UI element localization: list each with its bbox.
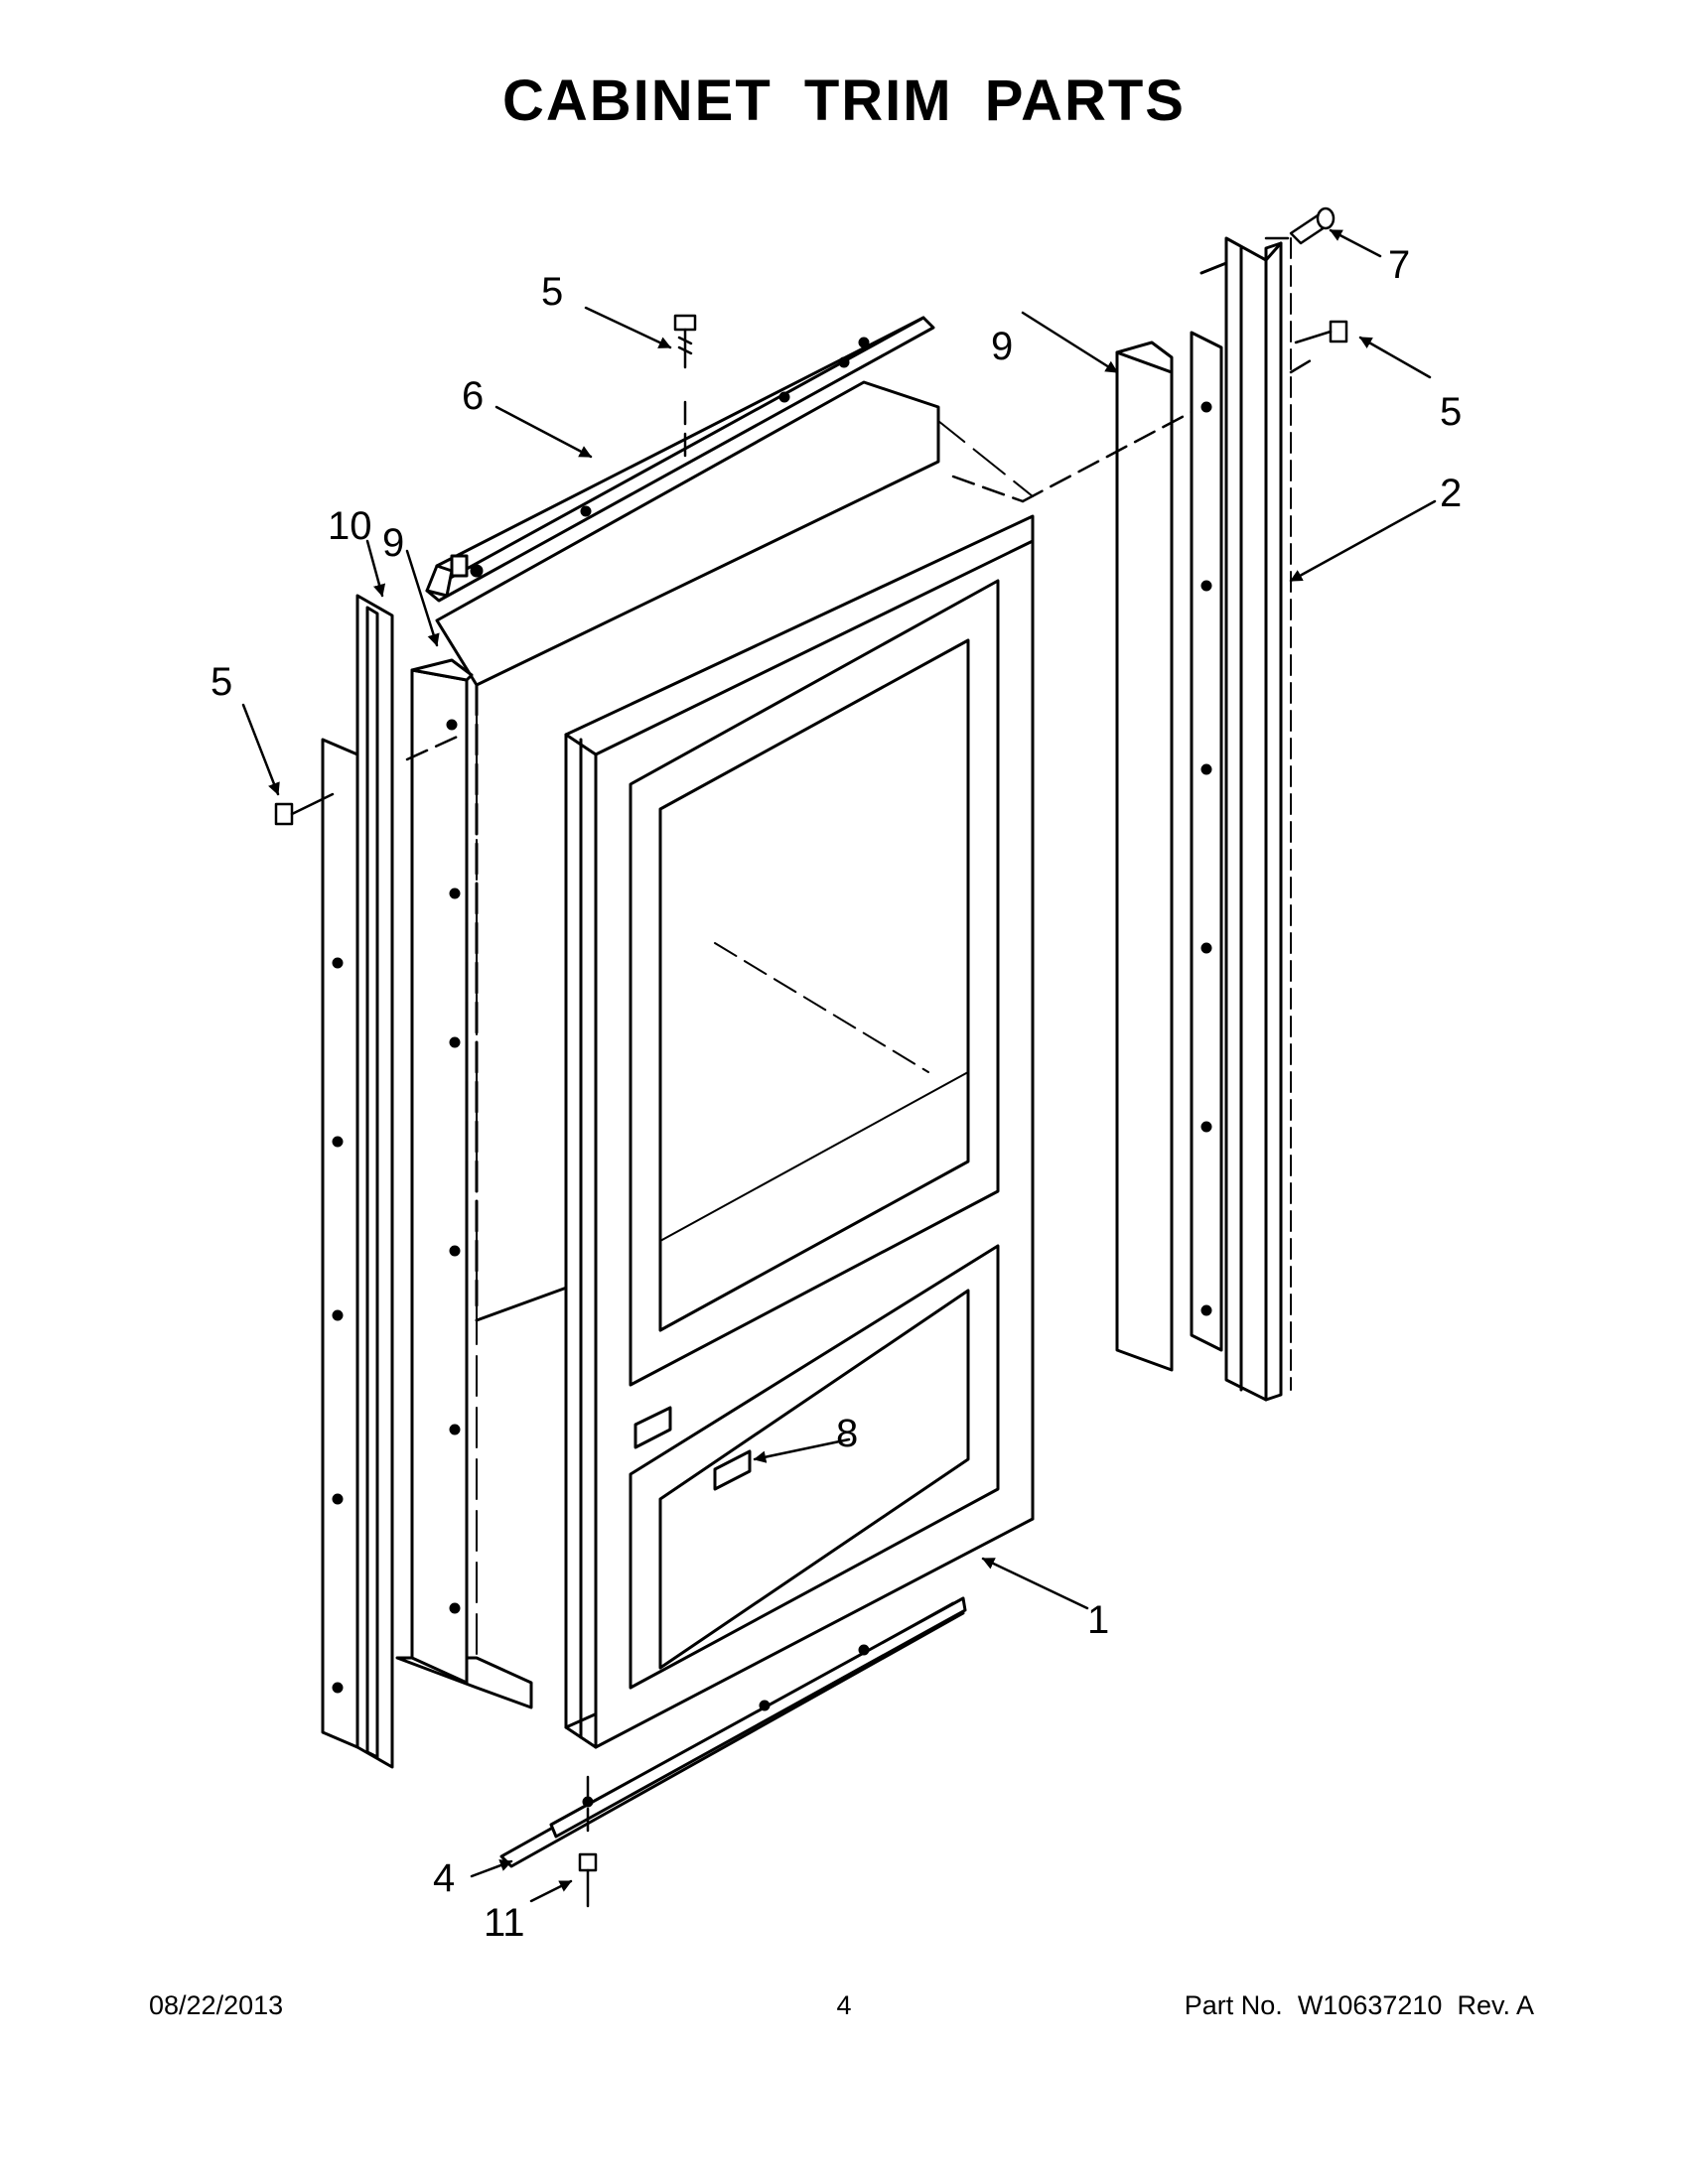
callout-5-top: 5 — [541, 270, 563, 314]
assembly-lines — [405, 236, 1318, 1839]
callout-2: 2 — [1440, 472, 1462, 515]
page-title: CABINET TRIM PARTS — [501, 68, 1186, 133]
callout-8: 8 — [836, 1412, 858, 1455]
footer-date: 08/22/2013 — [149, 1990, 284, 2020]
callout-4: 4 — [433, 1856, 455, 1900]
screw-icon — [578, 1852, 598, 1908]
part-10-left-side-trim — [321, 594, 394, 1769]
revision: Rev. A — [1457, 1990, 1534, 2020]
callout-7: 7 — [1388, 243, 1410, 287]
callout-10: 10 — [328, 504, 372, 548]
part-9-left-spacer — [410, 658, 474, 1685]
part-8-badge — [633, 1406, 752, 1491]
part-6-top-trim-bracket — [425, 316, 935, 603]
part-label: Part No. — [1184, 1990, 1283, 2020]
leader-arrows — [241, 228, 1437, 1903]
callout-5-right: 5 — [1440, 390, 1462, 434]
callout-1: 1 — [1087, 1598, 1109, 1642]
right-mounting-plate — [1190, 331, 1223, 1352]
callout-9-right: 9 — [991, 325, 1013, 368]
callout-9-left: 9 — [382, 521, 404, 565]
screw-icon — [1294, 320, 1348, 344]
callout-11: 11 — [484, 1901, 525, 1945]
screw-icon — [274, 792, 335, 826]
part-1-front-frame — [564, 514, 1035, 1749]
callout-6: 6 — [462, 374, 484, 418]
callout-5-left: 5 — [211, 660, 232, 704]
footer-page-number: 4 — [836, 1990, 852, 2020]
pin-icon — [1289, 206, 1336, 245]
part-2-right-side-trim — [1199, 236, 1292, 1402]
footer-part-info: Part No. W10637210 Rev. A — [1185, 1990, 1534, 2021]
part-9-right-spacer — [1115, 341, 1174, 1372]
screw-icon — [673, 314, 697, 369]
part-number: W10637210 — [1297, 1990, 1443, 2020]
